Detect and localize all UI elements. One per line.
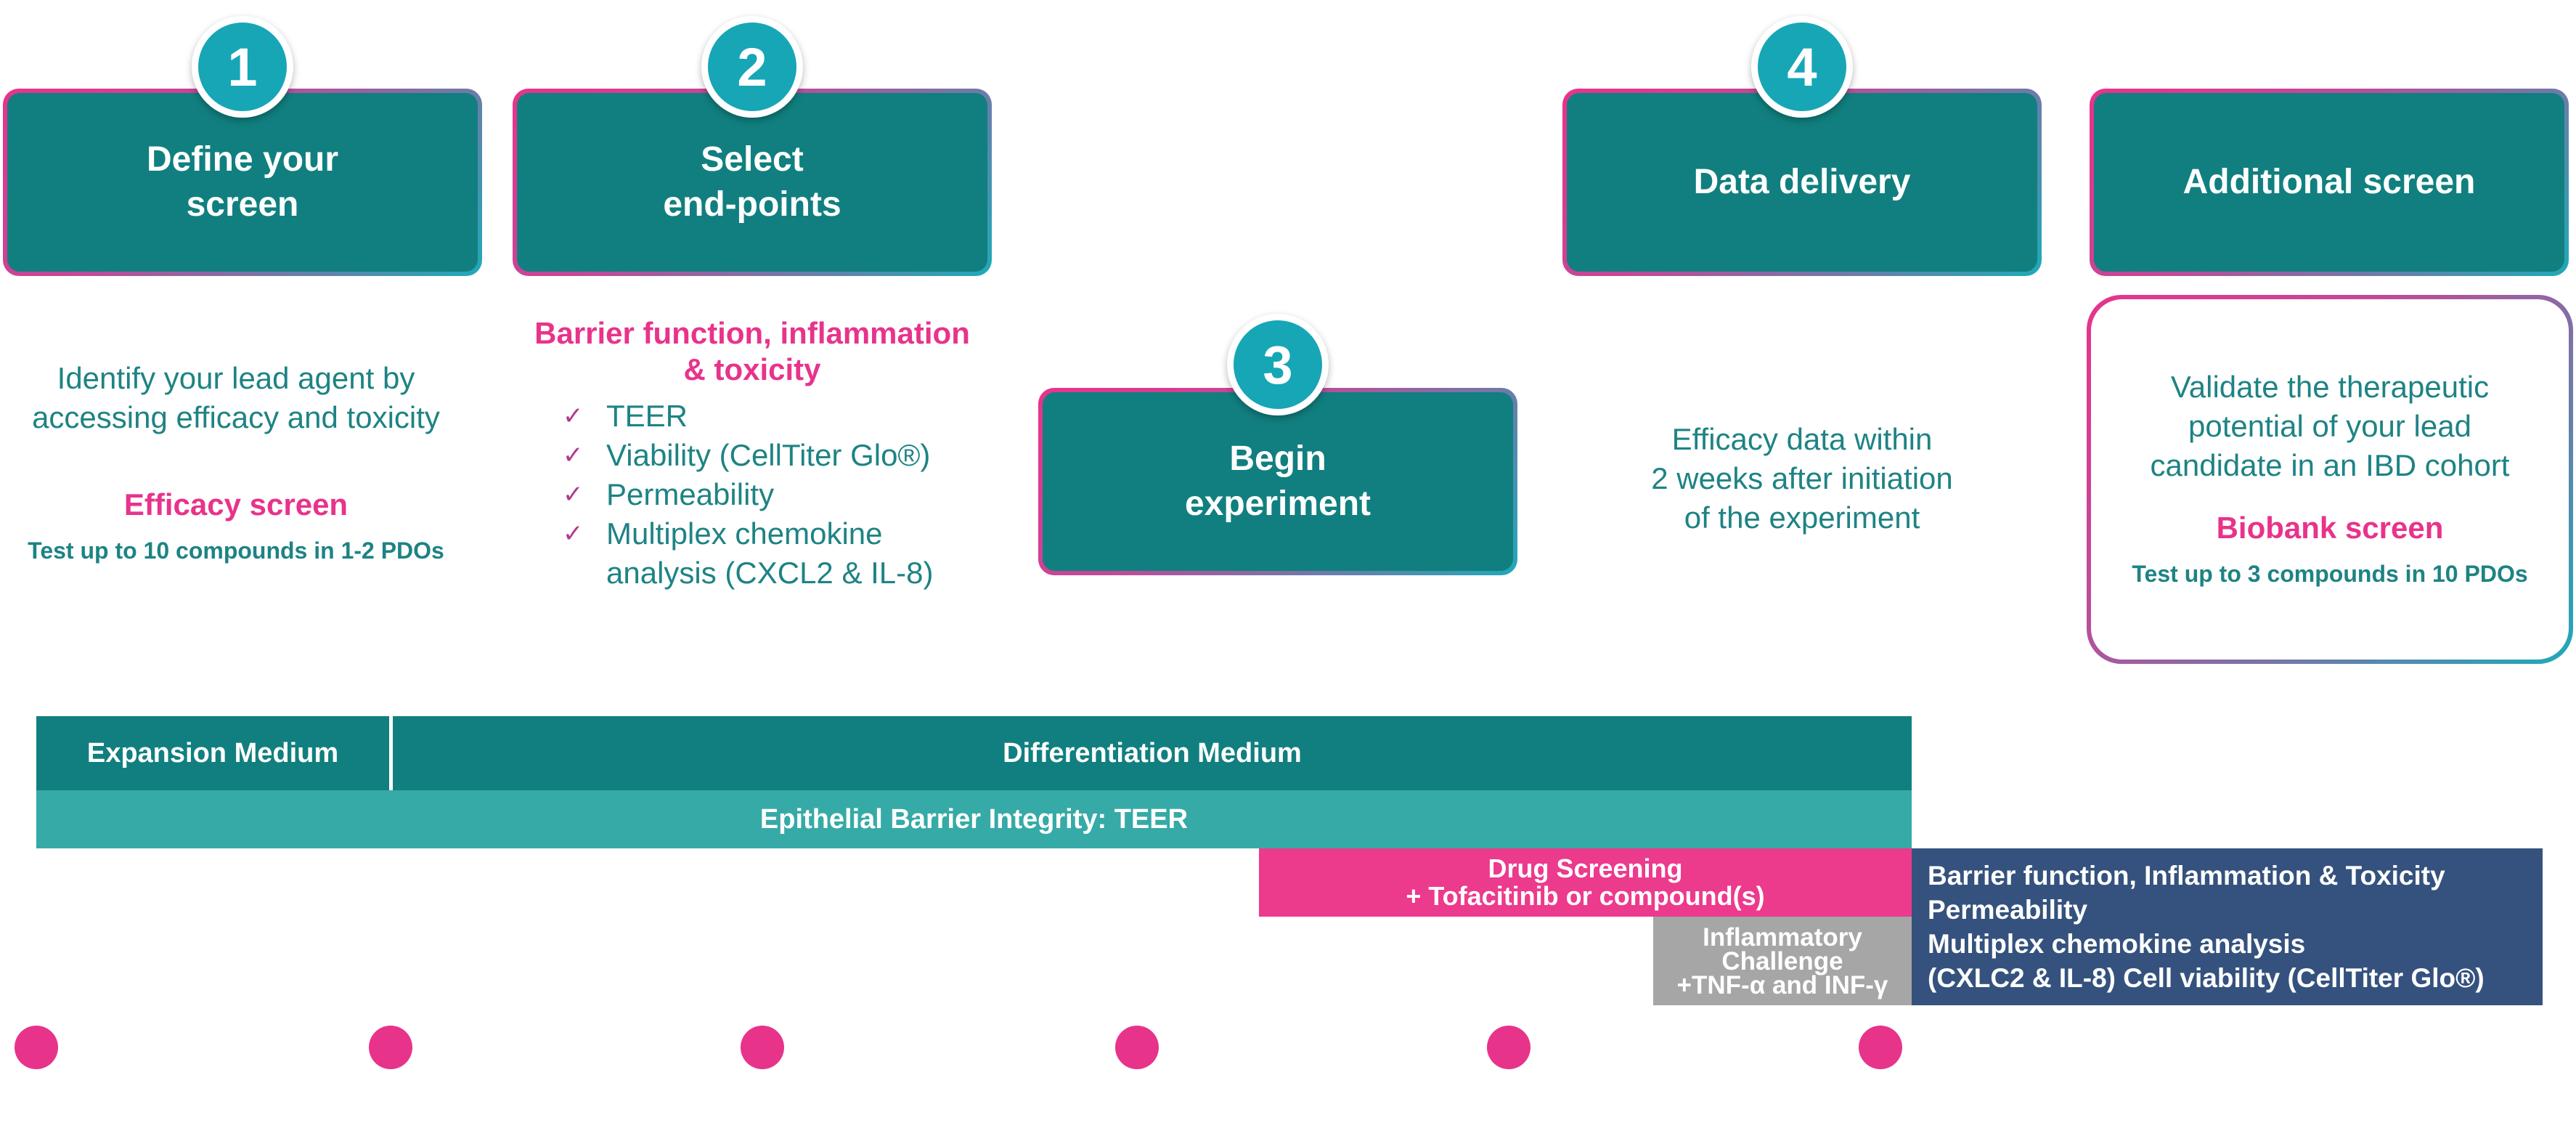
timeline-dot xyxy=(1115,1026,1159,1069)
endpoint-list: ✓ TEER ✓ Viability (CellTiter Glo®) ✓ Pe… xyxy=(563,397,969,593)
step-2-number: 2 xyxy=(701,16,803,118)
check-icon: ✓ xyxy=(563,442,584,469)
step-1-detail: Test up to 10 compounds in 1-2 PDOs xyxy=(28,537,444,564)
endpoint-item: ✓ Permeability xyxy=(563,475,969,514)
teer-bar: Epithelial Barrier Integrity: TEER xyxy=(36,790,1912,848)
check-icon: ✓ xyxy=(563,520,584,548)
check-icon: ✓ xyxy=(563,402,584,430)
timeline-dot xyxy=(15,1026,58,1069)
step-1-title: Define your screen xyxy=(146,140,339,224)
step-1-highlight: Efficacy screen xyxy=(123,487,349,522)
additional-screen-box: Additional screen xyxy=(2090,89,2569,276)
additional-screen-panel xyxy=(2087,295,2573,664)
timeline-dot xyxy=(1859,1026,1902,1069)
endpoint-item: ✓ TEER xyxy=(563,397,969,436)
endpoint-item: ✓ Viability (CellTiter Glo®) xyxy=(563,436,969,475)
step-2-title: Select end-points xyxy=(663,140,841,224)
endpoint-item: ✓ Multiplex chemokine analysis (CXCL2 & … xyxy=(563,514,969,593)
step-1-number: 1 xyxy=(192,16,293,118)
step-3-title: Begin experiment xyxy=(1184,439,1371,523)
medium-divider xyxy=(389,716,393,790)
step-4-box: Data delivery xyxy=(1562,89,2042,276)
timeline-dot xyxy=(741,1026,784,1069)
timeline-dot xyxy=(369,1026,412,1069)
step-4-title: Data delivery xyxy=(1693,163,1911,201)
step-3-box: Begin experiment xyxy=(1038,388,1517,575)
step-1-box: Define your screen xyxy=(3,89,482,276)
additional-highlight: Biobank screen xyxy=(2216,511,2444,545)
additional-screen-title: Additional screen xyxy=(2182,163,2476,201)
step-4-description: Efficacy data within 2 weeks after initi… xyxy=(1651,422,1953,535)
additional-detail: Test up to 3 compounds in 10 PDOs xyxy=(2132,561,2528,587)
step-3-number: 3 xyxy=(1227,314,1329,415)
drug-screening-bar: Drug Screening + Tofacitinib or compound… xyxy=(1259,848,1912,917)
step-4-number: 4 xyxy=(1751,16,1853,118)
timeline-dot xyxy=(1487,1026,1530,1069)
additional-description: Validate the therapeutic potential of yo… xyxy=(2150,370,2510,482)
step-1-description: Identify your lead agent by accessing ef… xyxy=(32,361,440,434)
inflammatory-challenge-bar: Inflammatory Challenge +TNF-α and INF-γ xyxy=(1653,917,1912,1005)
readout-panel: Barrier function, Inflammation & Toxicit… xyxy=(1912,848,2543,1005)
differentiation-medium-bar: Differentiation Medium xyxy=(393,716,1912,790)
step-2-box: Select end-points xyxy=(513,89,992,276)
check-icon: ✓ xyxy=(563,481,584,508)
step-2-highlight: Barrier function, inflammation & toxicit… xyxy=(534,316,970,386)
expansion-medium-bar: Expansion Medium xyxy=(36,716,389,790)
